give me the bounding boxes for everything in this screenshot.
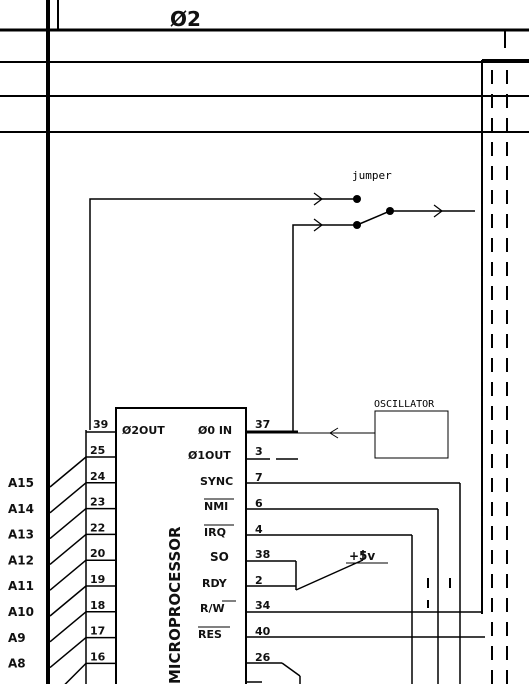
- address-pin-number: 17: [90, 625, 105, 638]
- pin-name-nmi: NMI: [204, 500, 228, 513]
- pin-37: 37: [255, 418, 270, 431]
- clock-label: Ø2: [170, 7, 201, 31]
- address-pin-number: 19: [90, 573, 105, 586]
- pin-name-so: SO: [210, 550, 229, 564]
- pin-38: 38: [255, 548, 270, 561]
- oscillator-label: OSCILLATOR: [374, 399, 435, 410]
- arrow-3: [433, 204, 443, 218]
- arrow-1: [313, 192, 323, 206]
- address-bus-tap: [49, 585, 87, 617]
- supply-label: +5v: [349, 549, 375, 563]
- address-pin-number: 24: [90, 470, 106, 483]
- address-pin-name: A9: [8, 631, 26, 645]
- pin-26: 26: [255, 651, 271, 664]
- microprocessor-chip: [115, 407, 247, 684]
- address-bus-tap: [49, 482, 87, 514]
- jumper-link[interactable]: [356, 210, 391, 226]
- phi2out-wire: [89, 198, 356, 430]
- address-pin-name: A8: [8, 657, 26, 671]
- right-pins: [246, 430, 485, 684]
- pin-name-sync: SYNC: [200, 475, 233, 488]
- address-pin-name: A15: [8, 476, 34, 490]
- address-pin-number: 22: [90, 521, 105, 534]
- pin-2: 2: [255, 574, 263, 587]
- address-pin-number: 16: [90, 650, 106, 663]
- address-pin-name: A14: [8, 502, 34, 516]
- pin-39-left: 39: [93, 418, 108, 431]
- address-pin-number: 18: [90, 599, 105, 612]
- dash-ticks: [427, 578, 451, 608]
- arrow-2: [313, 218, 323, 232]
- phi0in-wire: [292, 224, 356, 432]
- jumper-label: jumper: [352, 169, 392, 182]
- pin-name-phi1out: Ø1OUT: [188, 449, 231, 462]
- pin-6: 6: [255, 497, 263, 510]
- address-bus-tap: [49, 637, 87, 669]
- pin-3: 3: [255, 445, 263, 458]
- jumper-contact-top[interactable]: [353, 195, 361, 203]
- address-pin-number: 23: [90, 496, 105, 509]
- chip-label: MICROPROCESSOR: [166, 526, 184, 684]
- address-bus-tap: [49, 611, 87, 643]
- pin-40: 40: [255, 625, 271, 638]
- address-pin-name: A11: [8, 579, 34, 593]
- pin-name-phi0in: Ø0 IN: [198, 424, 232, 437]
- pin-name-rdy: RDY: [202, 577, 228, 590]
- address-pin-name: A12: [8, 553, 34, 567]
- address-bus-tap: [49, 533, 87, 565]
- arrow-4: [329, 427, 339, 439]
- address-pin-name: A13: [8, 528, 34, 542]
- address-pin-number: 20: [90, 547, 106, 560]
- pin-4: 4: [255, 523, 263, 536]
- pin-34: 34: [255, 599, 271, 612]
- address-pin-name: A10: [8, 605, 34, 619]
- address-bus-tap: [64, 662, 87, 684]
- address-pin-number: 25: [90, 444, 105, 457]
- pin-name-res: RES: [198, 628, 222, 641]
- address-bus-tap: [49, 508, 87, 540]
- pin-7: 7: [255, 471, 263, 484]
- pin-name-phi2out: Ø2OUT: [122, 424, 165, 437]
- address-bus-tap: [49, 456, 87, 488]
- address-bus-tap: [49, 559, 87, 591]
- oscillator-box[interactable]: [374, 410, 449, 459]
- pin-name-rw: R/W: [200, 602, 225, 615]
- pin-name-irq: IRQ: [204, 526, 226, 539]
